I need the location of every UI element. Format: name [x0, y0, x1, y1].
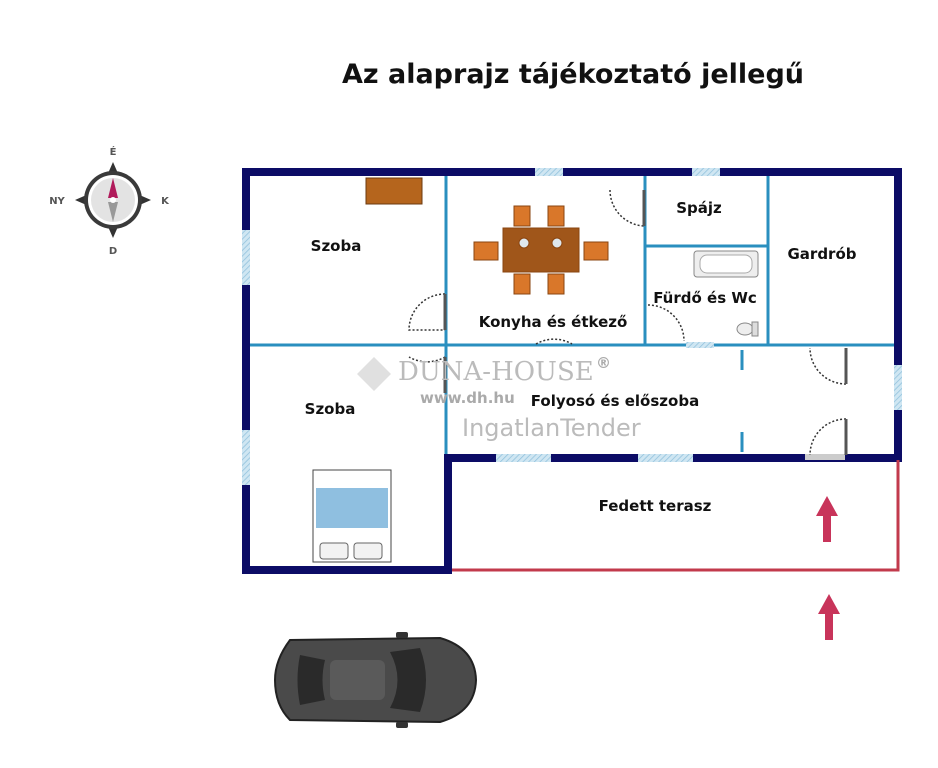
- room-label-gardrob: Gardrób: [787, 245, 856, 263]
- watermark-overlay: IngatlanTender: [462, 414, 641, 442]
- room-label-szoba-1: Szoba: [311, 237, 362, 255]
- entrance-arrow-icon: [818, 594, 840, 640]
- plan-title: Az alaprajz tájékoztató jellegű: [342, 59, 804, 90]
- compass: É D NY K: [49, 145, 170, 257]
- desk: [365, 177, 423, 205]
- outer-walls: [242, 168, 902, 574]
- watermark-url: www.dh.hu: [420, 389, 515, 407]
- compass-south: D: [109, 246, 117, 257]
- room-label-szoba-2: Szoba: [305, 400, 356, 418]
- dining-table: [473, 205, 609, 295]
- compass-east: K: [161, 196, 170, 207]
- watermark-logo: [357, 357, 391, 391]
- compass-north: É: [110, 145, 117, 158]
- watermark-trademark: ®: [596, 354, 611, 372]
- car-icon: [273, 632, 478, 728]
- room-label-furdo: Fürdő és Wc: [653, 289, 757, 307]
- entrance-arrow-icon: [816, 496, 838, 542]
- watermark-brand: DUNA-HOUSE: [398, 357, 594, 387]
- toilet: [736, 321, 759, 337]
- bed: [312, 469, 392, 563]
- room-label-folyoso: Folyosó és előszoba: [531, 392, 699, 410]
- doors: [408, 189, 847, 456]
- door-leaves: [443, 190, 848, 455]
- room-label-spajz: Spájz: [676, 199, 722, 217]
- bathtub: [693, 250, 759, 278]
- windows: [242, 168, 902, 485]
- compass-west: NY: [49, 196, 65, 207]
- room-label-konyha: Konyha és étkező: [479, 313, 628, 331]
- room-label-terasz: Fedett terasz: [599, 497, 712, 515]
- watermark: DUNA-HOUSE ® www.dh.hu IngatlanTender: [357, 354, 641, 442]
- terrace-walls: [452, 460, 900, 572]
